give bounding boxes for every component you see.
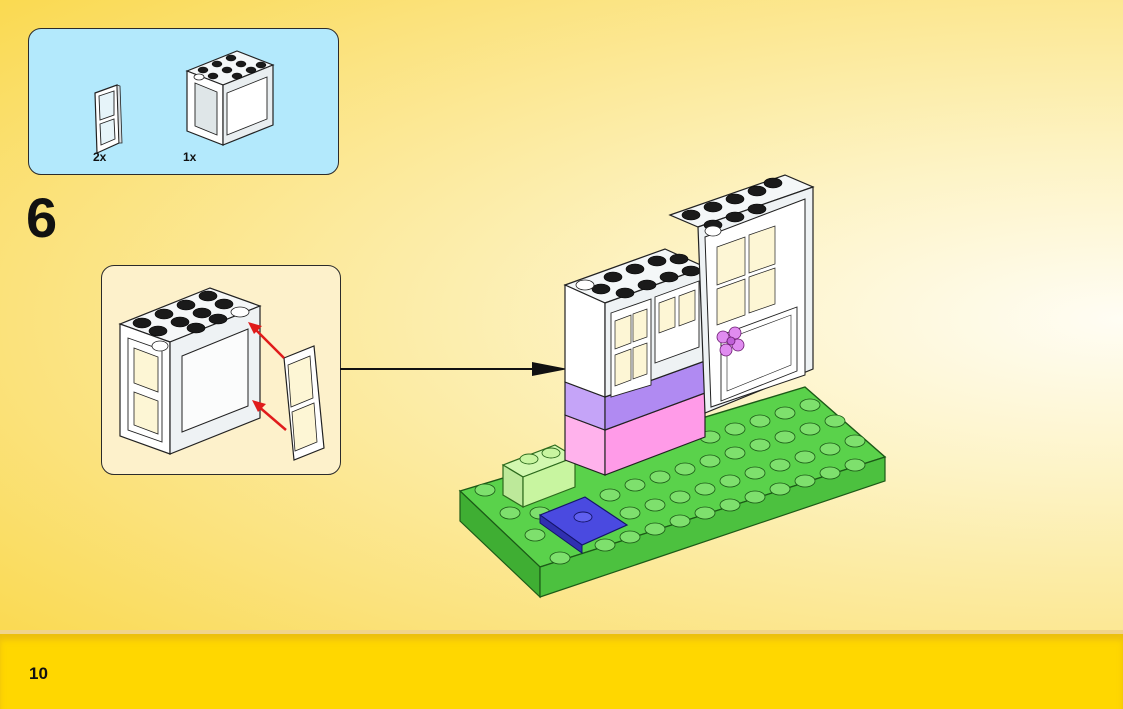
frame-quantity: 1x — [183, 150, 196, 164]
window-attach-illustration — [102, 266, 341, 475]
window-shutter-part-image — [87, 81, 127, 161]
step-number: 6 — [26, 190, 57, 246]
page-number: 10 — [29, 664, 48, 684]
page-footer: 10 — [0, 630, 1123, 709]
window-frame-part-image — [177, 43, 277, 143]
step-6-model-illustration — [455, 175, 905, 605]
sub-assembly-callout — [101, 265, 341, 475]
shutter-quantity: 2x — [93, 150, 106, 164]
parts-list-panel: 2x 1x — [28, 28, 339, 175]
